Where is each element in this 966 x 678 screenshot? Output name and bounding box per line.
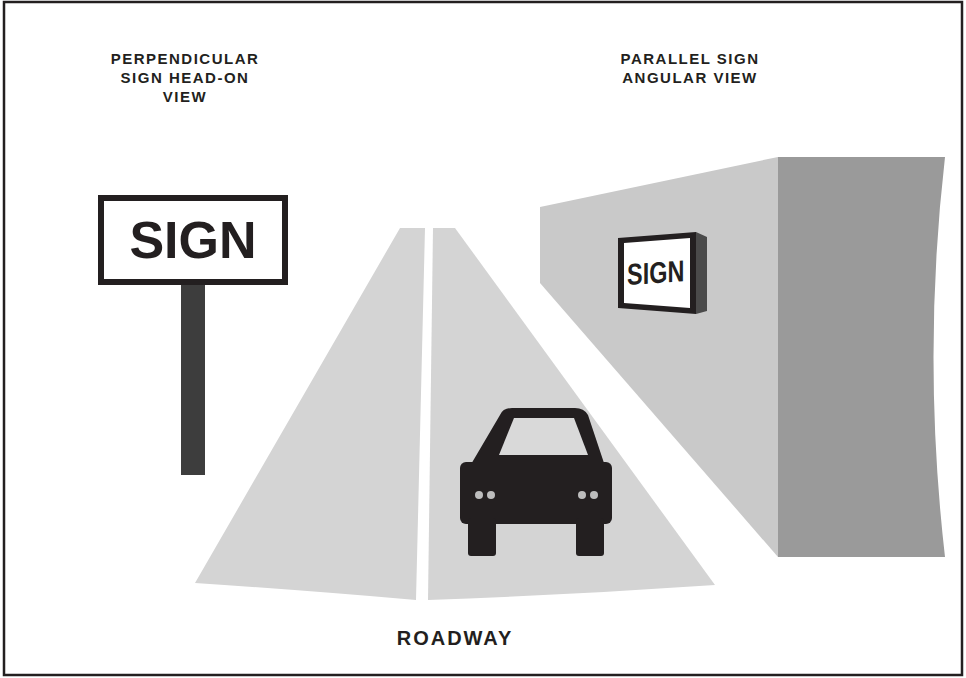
car-body — [460, 462, 612, 524]
car-window — [499, 418, 588, 455]
car-headlight — [487, 491, 495, 499]
sign-post — [181, 284, 205, 475]
car-headlight — [578, 491, 586, 499]
car-wheel — [576, 518, 604, 556]
car-headlight — [475, 491, 483, 499]
sign-board: SIGN — [98, 195, 288, 285]
sign-face — [624, 238, 690, 308]
building-side-wall — [778, 157, 945, 557]
view-heading: PERPENDICULAR SIGN HEAD-ON VIEW — [105, 50, 265, 106]
car — [460, 408, 612, 556]
sign-text: SIGN — [627, 256, 684, 290]
view-heading: PARALLEL SIGN ANGULAR VIEW — [610, 50, 770, 88]
car-wheel — [468, 518, 496, 556]
sign-text: SIGN — [129, 214, 256, 266]
sign-frame — [618, 232, 696, 314]
car-roof — [470, 408, 605, 466]
sign-edge — [696, 232, 707, 314]
car-headlight — [590, 491, 598, 499]
road-label: ROADWAY — [345, 626, 565, 651]
wall-sign: SIGN — [616, 230, 708, 316]
frame-border — [4, 2, 962, 675]
